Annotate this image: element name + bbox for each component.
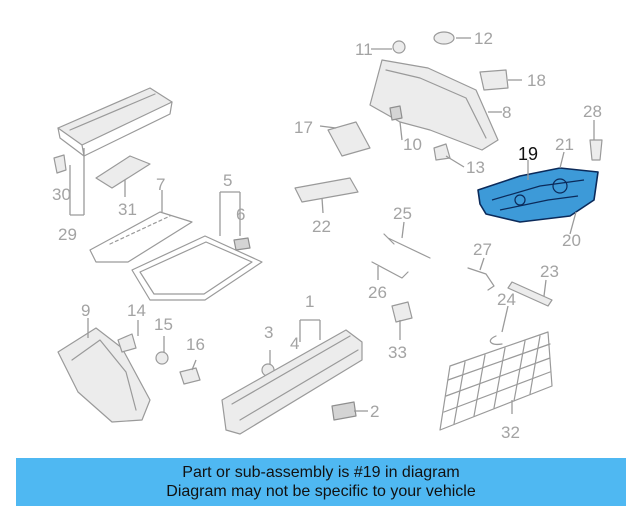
callout-13: 13 [466, 158, 485, 177]
callout-4: 4 [290, 334, 299, 353]
callout-27: 27 [473, 240, 492, 259]
part-26-tool [371, 261, 409, 279]
callout-30: 30 [52, 185, 71, 204]
callout-12: 12 [474, 29, 493, 48]
callout-5: 5 [223, 171, 232, 190]
callout-28: 28 [583, 102, 602, 121]
part-6-clip [233, 237, 251, 251]
callout-31: 31 [118, 200, 137, 219]
part-23-rod [507, 281, 553, 307]
side-trim [57, 327, 151, 423]
part-27-hook [467, 267, 495, 291]
trunk-floor-panel [131, 235, 263, 301]
callout-2: 2 [370, 402, 379, 421]
quarter-trim [369, 59, 499, 151]
callout-7: 7 [156, 175, 165, 194]
callout-25: 25 [393, 204, 412, 223]
callout-3: 3 [264, 323, 273, 342]
banner-line-part: Part or sub-assembly is #19 in diagram [182, 464, 460, 481]
part-33-clip [391, 301, 413, 323]
part-17-panel [327, 121, 371, 157]
banner-line-disclaimer: Diagram may not be specific to your vehi… [166, 483, 476, 500]
callout-21: 21 [555, 135, 574, 154]
callout-6: 6 [236, 205, 245, 224]
callout-19-highlighted: 19 [518, 144, 538, 164]
highlighted-part-19 [477, 167, 599, 223]
part-25-tool [383, 233, 431, 259]
part-18-pad [479, 69, 509, 91]
callout-24: 24 [497, 290, 516, 309]
part-12-cap [433, 31, 455, 45]
package-tray [57, 87, 173, 157]
callout-23: 23 [540, 262, 559, 281]
callout-9: 9 [81, 301, 90, 320]
part-2-bracket [331, 401, 357, 421]
callout-17: 17 [294, 118, 313, 137]
callout-22: 22 [312, 217, 331, 236]
callout-20: 20 [562, 231, 581, 250]
cargo-net [439, 331, 553, 431]
callout-14: 14 [127, 301, 146, 320]
trunk-floor-mat [89, 211, 193, 263]
part-22-strap [294, 177, 359, 203]
info-banner: Part or sub-assembly is #19 in diagram D… [16, 458, 626, 506]
callout-29: 29 [58, 225, 77, 244]
leader-lines [69, 37, 595, 414]
callout-16: 16 [186, 335, 205, 354]
part-11-bulb [392, 40, 406, 54]
callout-10: 10 [403, 135, 422, 154]
callout-11: 11 [355, 40, 373, 59]
callout-26: 26 [368, 283, 387, 302]
part-28-clip [589, 139, 603, 161]
callout-labels: 1 2 3 4 5 6 7 8 9 10 11 12 13 14 15 16 1… [52, 29, 602, 442]
part-30-clip [53, 154, 67, 174]
callout-8: 8 [502, 103, 511, 122]
part-15-grommet [155, 351, 169, 365]
part-16-fastener [179, 367, 201, 385]
part-24-cable [489, 335, 503, 345]
part-10-clip [389, 105, 403, 121]
parts-diagram: 1 2 3 4 5 6 7 8 9 10 11 12 13 14 15 16 1… [52, 29, 603, 442]
sill-plate [221, 329, 363, 435]
callout-15: 15 [154, 315, 173, 334]
callout-18: 18 [527, 71, 546, 90]
callout-32: 32 [501, 423, 520, 442]
part-31-bracket [95, 155, 151, 189]
callout-1: 1 [305, 292, 314, 311]
part-14-clip [117, 333, 137, 353]
callout-33: 33 [388, 343, 407, 362]
